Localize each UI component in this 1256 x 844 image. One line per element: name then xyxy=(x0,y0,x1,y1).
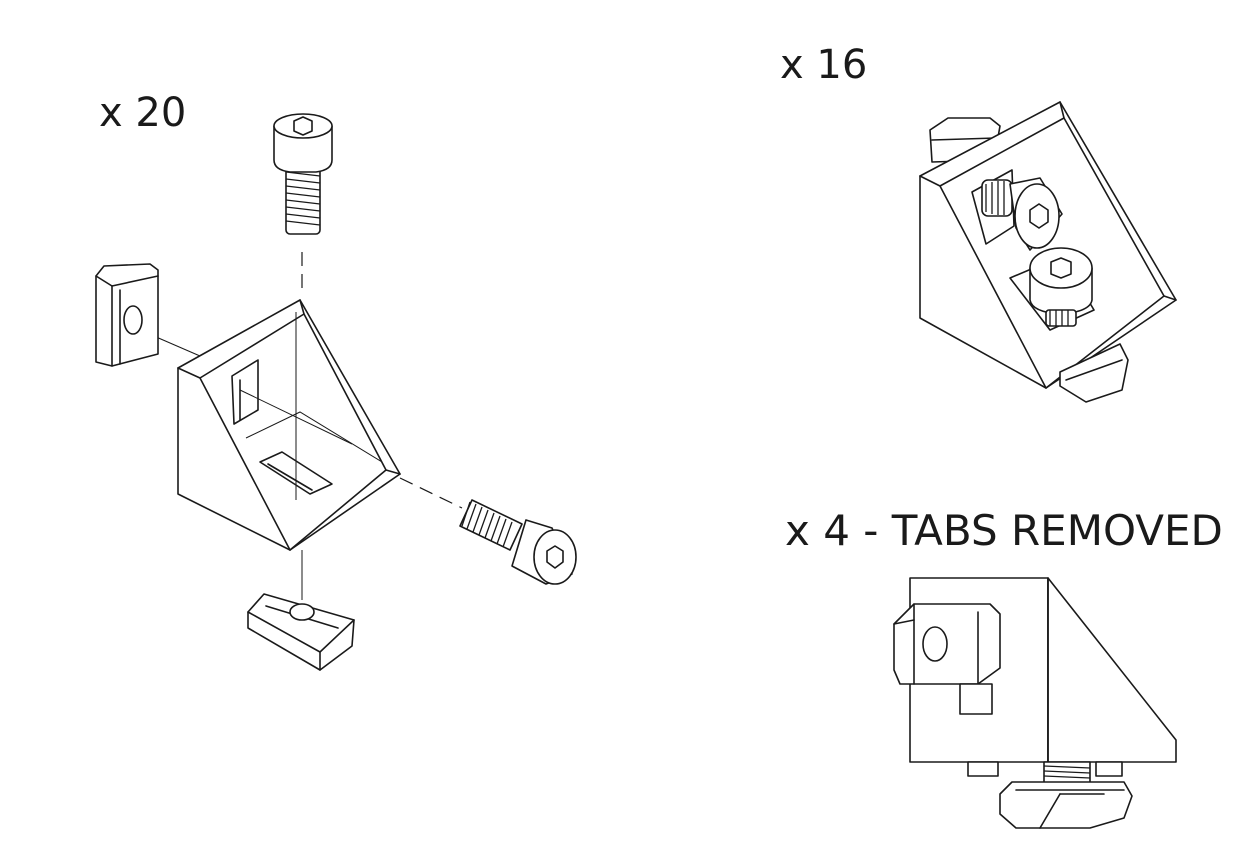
t-nut-left xyxy=(95,263,159,367)
axis-line-right xyxy=(399,477,463,509)
screw-right xyxy=(459,499,577,585)
quantity-label-tabs-removed: x 4 - TABS REMOVED xyxy=(785,506,1223,555)
assembled-bolt-upper xyxy=(981,177,1063,251)
t-nut-bottom xyxy=(247,593,355,671)
assembled-bolt-lower xyxy=(1029,247,1093,327)
tabs-removed-t-nut-side xyxy=(893,603,1001,715)
exploded-view xyxy=(95,113,577,671)
quantity-label-exploded: x 20 xyxy=(99,90,187,136)
quantity-label-assembled: x 16 xyxy=(780,42,868,88)
assembled-bracket-view xyxy=(919,101,1177,403)
tabs-removed-bracket-view xyxy=(893,577,1177,829)
angle-bracket xyxy=(177,299,401,551)
screw-top xyxy=(273,113,333,235)
tabs-removed-bottom-screw xyxy=(967,761,1133,829)
